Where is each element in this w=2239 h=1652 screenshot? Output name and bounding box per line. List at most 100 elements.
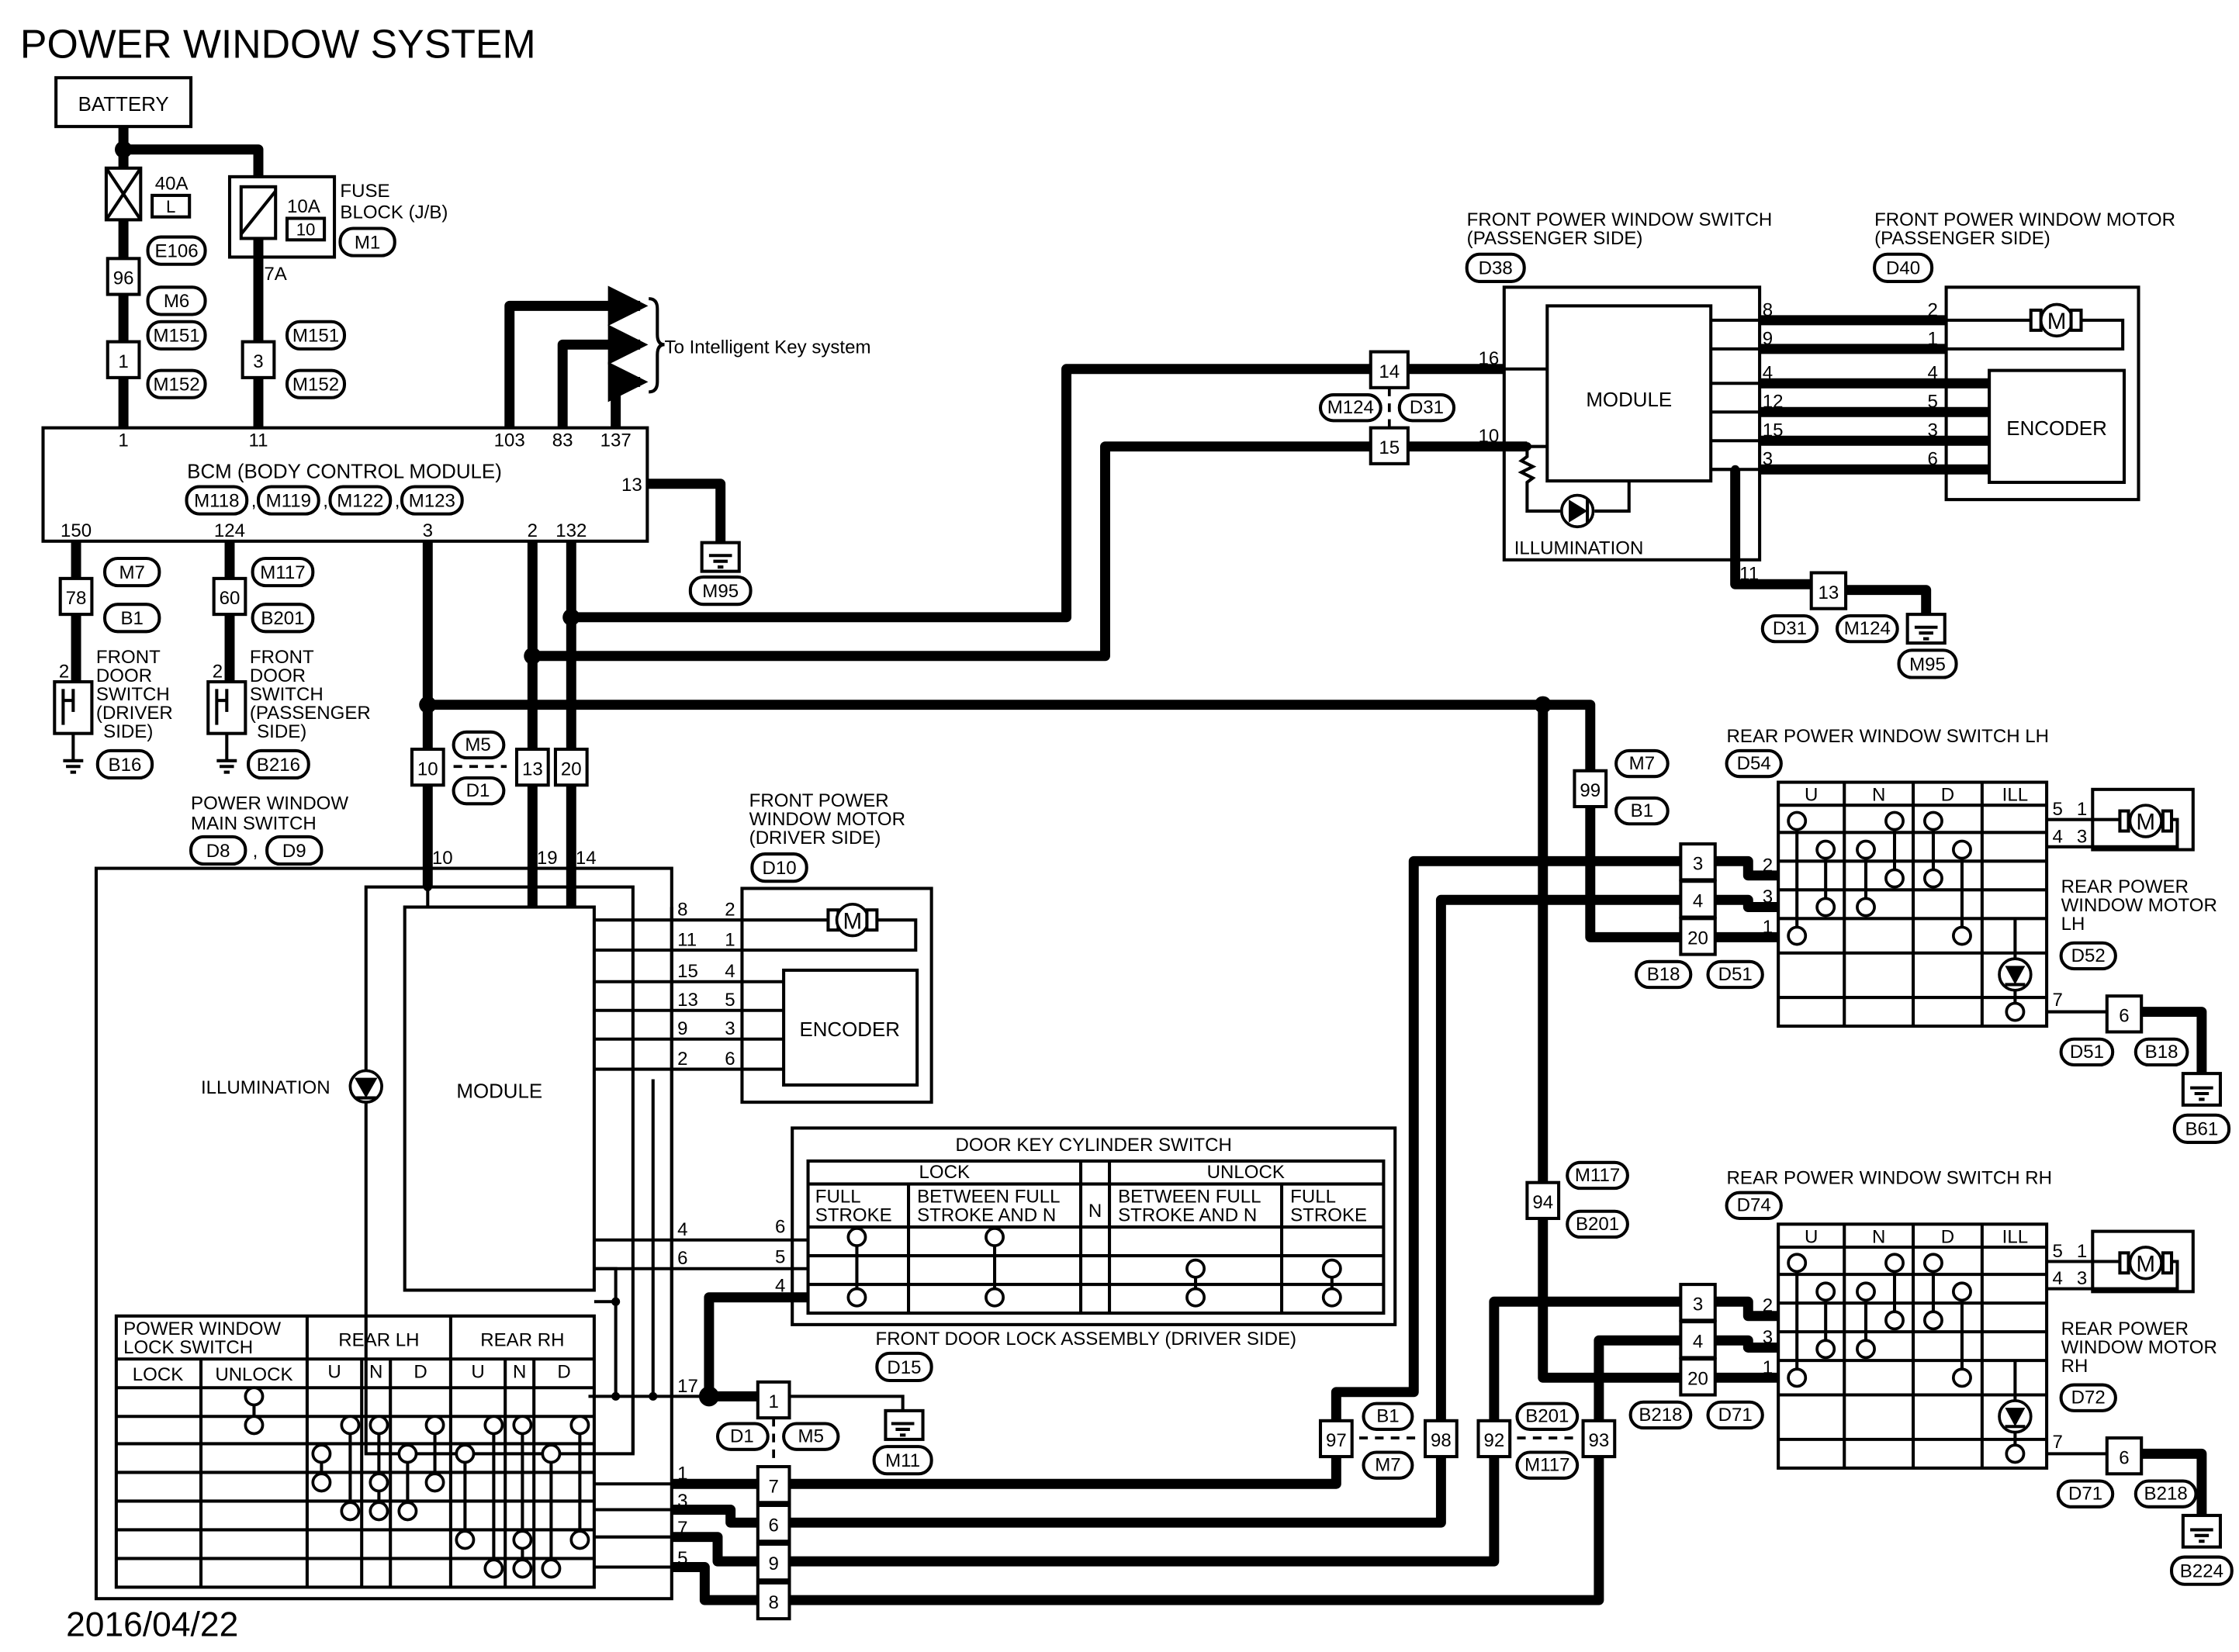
svg-text:5: 5 xyxy=(725,990,735,1011)
svg-text:FRONT POWER WINDOW SWITCH: FRONT POWER WINDOW SWITCH xyxy=(1467,209,1773,230)
svg-text:D8: D8 xyxy=(206,841,230,862)
svg-text:D10: D10 xyxy=(762,858,796,879)
page-title: POWER WINDOW SYSTEM xyxy=(20,21,536,66)
svg-text:11: 11 xyxy=(249,430,268,451)
svg-text:137: 137 xyxy=(600,430,632,451)
svg-text:14: 14 xyxy=(576,848,597,869)
svg-text:2: 2 xyxy=(725,900,735,921)
svg-text:10: 10 xyxy=(417,759,438,779)
svg-text:BETWEEN FULL: BETWEEN FULL xyxy=(1118,1187,1261,1208)
svg-text:M124: M124 xyxy=(1844,618,1891,639)
svg-text:5: 5 xyxy=(1928,392,1938,413)
svg-text:N: N xyxy=(369,1361,382,1382)
svg-text:4: 4 xyxy=(2052,826,2062,847)
svg-text:DOOR: DOOR xyxy=(96,665,152,686)
svg-text:,: , xyxy=(395,490,400,511)
svg-text:SIDE): SIDE) xyxy=(103,721,153,742)
harness-m124-d31: 14 15 M124 D31 xyxy=(1318,350,1456,465)
svg-text:M95: M95 xyxy=(1909,654,1946,675)
svg-text:2: 2 xyxy=(528,520,538,541)
svg-text:M: M xyxy=(2047,309,2067,334)
svg-text:60: 60 xyxy=(220,588,241,609)
svg-text:REAR POWER WINDOW SWITCH LH: REAR POWER WINDOW SWITCH LH xyxy=(1727,726,2049,747)
svg-text:5: 5 xyxy=(2052,799,2062,820)
battery: BATTERY xyxy=(54,76,193,129)
svg-text:M151: M151 xyxy=(292,326,339,347)
svg-text:1: 1 xyxy=(768,1391,778,1412)
svg-text:U: U xyxy=(1805,1226,1818,1247)
svg-text:3: 3 xyxy=(253,351,263,372)
svg-text:5: 5 xyxy=(775,1246,785,1267)
svg-text:SWITCH: SWITCH xyxy=(96,684,170,705)
svg-text:4: 4 xyxy=(2052,1268,2062,1289)
svg-text:7A: 7A xyxy=(264,264,286,285)
svg-text:20: 20 xyxy=(561,759,582,779)
svg-text:ILL: ILL xyxy=(2002,785,2028,806)
svg-text:2: 2 xyxy=(213,662,223,683)
svg-text:4: 4 xyxy=(1693,891,1703,912)
svg-text:FRONT: FRONT xyxy=(250,647,314,668)
door-key-cylinder-switch: DOOR KEY CYLINDER SWITCH LOCK UNLOCK FUL… xyxy=(775,1126,1397,1326)
rear-switch-rh: REAR POWER WINDOW SWITCH RH D74 3 4 20 B… xyxy=(1628,1168,2234,1586)
fuse-40a: 40A L E106 xyxy=(104,166,207,266)
bcm: BCM (BODY CONTROL MODULE) M118 , M119 , … xyxy=(41,426,649,543)
svg-text:(PASSENGER SIDE): (PASSENGER SIDE) xyxy=(1874,228,2050,249)
front-door-lock-label: FRONT DOOR LOCK ASSEMBLY (DRIVER SIDE) xyxy=(876,1329,1297,1350)
svg-text:M5: M5 xyxy=(465,734,490,755)
svg-text:M152: M152 xyxy=(153,375,199,396)
svg-text:M117: M117 xyxy=(260,562,305,583)
bcm-ground: M95 xyxy=(647,479,753,607)
fuse-block-jb: 10A 10 FUSE BLOCK (J/B) M1 7A xyxy=(227,175,448,285)
harness-99: 99 M7 B1 xyxy=(1573,748,1670,826)
front-switch-passenger: FRONT POWER WINDOW SWITCH (PASSENGER SID… xyxy=(1465,209,1812,589)
svg-text:MAIN SWITCH: MAIN SWITCH xyxy=(191,814,317,835)
harness-right: 3 M151 M152 xyxy=(241,320,347,399)
svg-text:N: N xyxy=(513,1361,526,1382)
svg-text:STROKE: STROKE xyxy=(815,1205,892,1226)
svg-text:D74: D74 xyxy=(1737,1195,1771,1216)
svg-text:WINDOW MOTOR: WINDOW MOTOR xyxy=(2061,895,2217,916)
svg-text:150: 150 xyxy=(61,520,92,541)
svg-text:REAR LH: REAR LH xyxy=(338,1330,419,1351)
svg-text:M117: M117 xyxy=(1575,1165,1620,1186)
svg-text:4: 4 xyxy=(725,961,735,982)
svg-text:B1: B1 xyxy=(1376,1406,1399,1427)
svg-text:B1: B1 xyxy=(1631,800,1653,821)
svg-text:B216: B216 xyxy=(257,755,300,776)
svg-text:7: 7 xyxy=(2052,1432,2062,1453)
svg-text:1: 1 xyxy=(1763,1357,1773,1378)
svg-text:6: 6 xyxy=(725,1049,735,1070)
svg-text:FUSE: FUSE xyxy=(340,181,389,202)
svg-text:M6: M6 xyxy=(164,291,189,312)
svg-text:M117: M117 xyxy=(1524,1455,1569,1476)
front-door-switch-driver: 78 M7 B1 2 FRONT DOOR SWITCH (DRIVER SID… xyxy=(53,541,173,780)
svg-text:D: D xyxy=(414,1361,427,1382)
svg-text:4: 4 xyxy=(775,1275,785,1296)
svg-text:83: 83 xyxy=(552,430,573,451)
svg-text:(DRIVER SIDE): (DRIVER SIDE) xyxy=(749,828,881,848)
svg-text:D72: D72 xyxy=(2071,1388,2106,1408)
svg-text:B218: B218 xyxy=(2144,1484,2188,1505)
svg-text:M5: M5 xyxy=(798,1426,824,1447)
svg-text:B201: B201 xyxy=(1525,1406,1569,1427)
svg-text:3: 3 xyxy=(1693,853,1703,874)
svg-text:B16: B16 xyxy=(109,755,142,776)
svg-text:M7: M7 xyxy=(119,562,144,583)
svg-text:D51: D51 xyxy=(2070,1042,2104,1063)
svg-text:1: 1 xyxy=(1928,328,1938,349)
svg-text:STROKE AND N: STROKE AND N xyxy=(917,1205,1056,1226)
svg-text:D51: D51 xyxy=(1718,964,1753,985)
svg-text:STROKE: STROKE xyxy=(1290,1205,1367,1226)
svg-text:M124: M124 xyxy=(1327,397,1374,418)
svg-text:3: 3 xyxy=(2077,826,2087,847)
svg-text:ILL: ILL xyxy=(2002,1226,2028,1247)
svg-text:98: 98 xyxy=(1431,1430,1452,1451)
svg-text:6: 6 xyxy=(775,1216,785,1237)
driver-motor-wiring: 8 11 15 13 9 2 xyxy=(593,900,784,1080)
svg-text:M151: M151 xyxy=(153,326,199,347)
svg-text:D31: D31 xyxy=(1410,397,1444,418)
svg-text:REAR POWER: REAR POWER xyxy=(2061,876,2189,897)
svg-text:2: 2 xyxy=(1928,299,1938,320)
svg-text:,: , xyxy=(251,490,257,511)
